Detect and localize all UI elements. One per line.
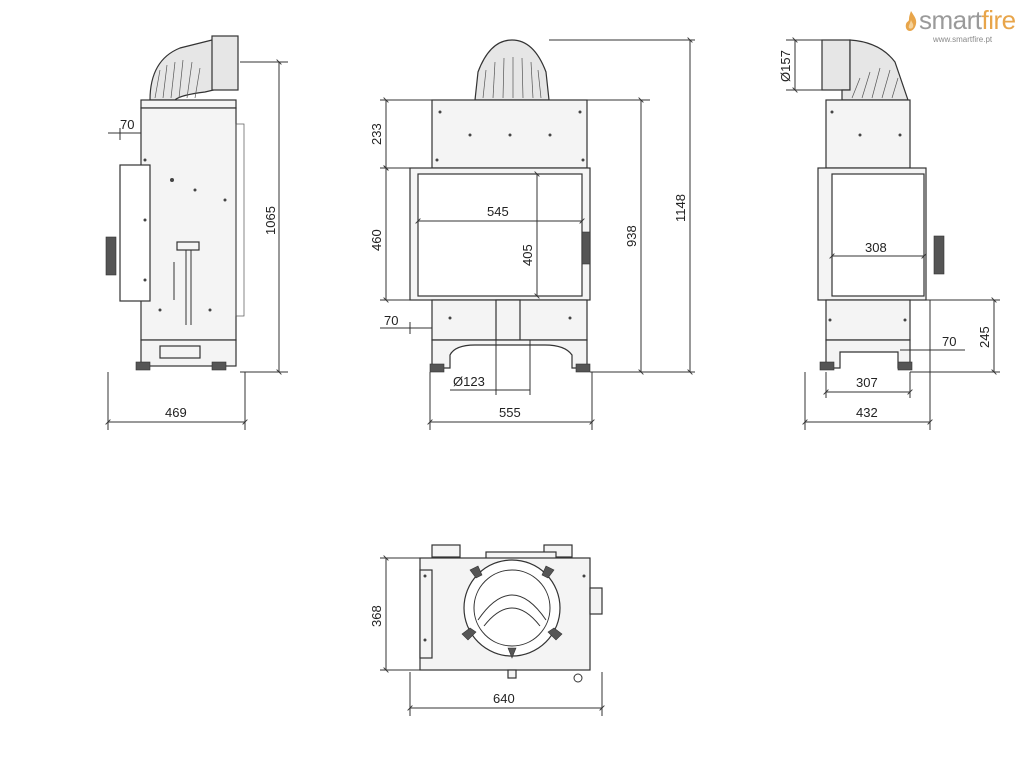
brand-logo: smartfire www.smartfire.pt [903,6,1018,46]
brand-url: www.smartfire.pt [933,35,993,44]
dim-right-flue-diameter: Ø157 [778,50,793,82]
dim-side-left-depth: 469 [165,405,187,420]
dim-top-depth: 368 [369,605,384,627]
dim-front-glass-width: 545 [487,204,509,219]
dim-side-left-offset: 70 [120,117,134,132]
dim-right-offset: 70 [942,334,956,349]
dim-right-glass-width: 308 [865,240,887,255]
dim-front-height-938: 938 [624,225,639,247]
dim-front-glass-height: 405 [520,244,535,266]
dim-side-left-height: 1065 [263,206,278,235]
brand-name: smartfire [919,6,1016,34]
flame-icon [905,11,917,31]
brand-name-part-a: smart [919,5,982,35]
dim-right-width: 432 [856,405,878,420]
front-view: 233 460 545 405 70 Ø123 938 1148 555 [369,37,695,430]
side-view-right: Ø157 308 70 245 307 432 [778,37,1000,430]
top-view: 368 640 [369,544,605,716]
dim-front-height-1148: 1148 [673,194,688,222]
dim-right-base-width: 307 [856,375,878,390]
dim-front-bottom-offset: 70 [384,313,398,328]
dim-front-outlet-diameter: Ø123 [453,374,485,389]
dim-right-floor-height: 245 [977,326,992,348]
side-view-left: 70 1065 469 [105,35,288,430]
dim-front-door-height: 460 [369,229,384,251]
dim-front-width: 555 [499,405,521,420]
dim-front-top: 233 [369,123,384,145]
brand-name-part-b: fire [981,5,1017,35]
dim-top-width: 640 [493,691,515,706]
